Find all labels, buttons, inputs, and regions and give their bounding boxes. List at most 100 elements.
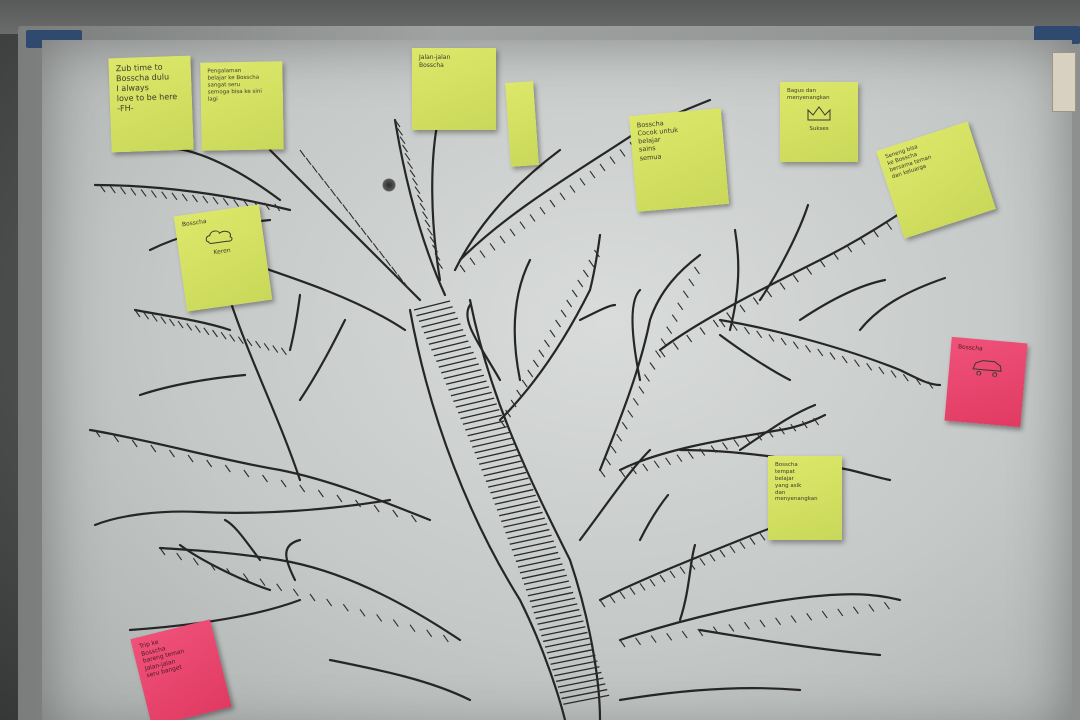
cloud-doodle-icon [205, 229, 233, 244]
trunk-hatch-stroke [460, 408, 500, 420]
branch-hatch-stroke [192, 194, 198, 203]
branch-hatch-stroke [659, 574, 666, 583]
sticky-note-pink: Bosscha [944, 336, 1028, 428]
branch-hatch-stroke [419, 203, 426, 211]
branch-hatch-stroke [743, 621, 750, 630]
branch-hatch-stroke [653, 460, 660, 469]
branch-hatch-stroke [233, 199, 240, 207]
screw-hole [382, 178, 396, 192]
branch-hatch-stroke [665, 457, 672, 466]
branch-hatch-stroke [719, 549, 726, 558]
branch-hatch-stroke [527, 369, 534, 378]
branch-hatch-stroke [801, 420, 808, 429]
branch-hatch-stroke [427, 228, 433, 236]
branch-hatch-stroke [660, 338, 667, 346]
branch-hatch-stroke [759, 619, 766, 628]
branch-hatch-stroke [402, 144, 408, 153]
branch-hatch-stroke [372, 243, 379, 251]
branch-hatch-stroke [391, 266, 398, 274]
branch-hatch-stroke [222, 198, 229, 206]
trunk-hatch-stroke [458, 403, 497, 414]
branch-hatch-stroke [728, 624, 735, 632]
branch-hatch-stroke [521, 379, 528, 388]
branch-hatch-stroke [846, 244, 853, 253]
branch-hatch-stroke [529, 214, 536, 222]
branch-hatch-stroke [859, 237, 866, 245]
trunk-hatching [413, 300, 610, 705]
branch-hatch-stroke [131, 439, 138, 448]
trunk-hatch-stroke [550, 654, 596, 665]
branch-hatch-stroke [150, 444, 157, 453]
branch-hatch-stroke [841, 355, 848, 364]
branch-hatch-stroke [342, 204, 349, 212]
trunk-hatch-stroke [438, 357, 477, 368]
branch-hatch-stroke [397, 274, 404, 282]
trunk-hatch-stroke [476, 448, 517, 460]
branch-hatch-stroke [766, 289, 773, 298]
branch-hatch-stroke [177, 320, 184, 329]
branch-hatch-stroke [317, 173, 324, 181]
branch-hatch-stroke [739, 304, 746, 313]
branch-hatch-stroke [426, 629, 433, 638]
trunk-hatch-stroke [525, 580, 570, 591]
branch-hatch-stroke [599, 469, 606, 478]
branch-hatch-stroke [759, 533, 766, 541]
trunk-hatch-stroke [479, 454, 520, 465]
branch-hatch-stroke [878, 366, 885, 375]
trunk-hatch-stroke [561, 688, 608, 700]
trunk-hatch-stroke [448, 380, 487, 391]
trunk-hatch-stroke [450, 386, 490, 397]
branch-hatch-stroke [330, 188, 337, 197]
branch-hatch-stroke [151, 314, 158, 322]
trunk-hatch-stroke [546, 643, 592, 654]
trunk-hatch-stroke [481, 460, 522, 471]
branch-hatch-stroke [731, 323, 738, 331]
branch-hatch-stroke [299, 149, 306, 158]
trunk-hatch-stroke [436, 351, 474, 363]
branch-hatch-stroke [342, 603, 349, 612]
branch-hatch-stroke [505, 409, 512, 418]
trunk-hatch-stroke [496, 500, 539, 511]
branch-hatch-stroke [666, 326, 673, 334]
branch-hatch-stroke [649, 578, 656, 587]
trunk-hatch-stroke [467, 426, 507, 437]
branch-hatch-stroke [202, 195, 209, 204]
branch-hatch-stroke [693, 266, 700, 275]
branch-hatch-stroke [866, 363, 873, 371]
branch-hatch-stroke [569, 185, 576, 193]
branch-hatch-stroke [510, 399, 517, 408]
branch-hatch-stroke [627, 409, 634, 418]
branch-hatch-stroke [733, 439, 740, 447]
branch-hatch-stroke [348, 211, 355, 220]
trunk-hatch-stroke [509, 534, 552, 545]
trunk-hatch-stroke [537, 614, 582, 625]
branch-hatch-stroke [780, 337, 787, 346]
branch-hatch-stroke [186, 323, 193, 331]
trunk-hatch-stroke [507, 528, 550, 540]
branch-hatch-stroke [886, 222, 893, 230]
trunk-hatch-stroke [548, 648, 594, 660]
branch-hatch-stroke [819, 259, 826, 268]
note-handwriting: -FH- [116, 103, 134, 114]
branch-hatch-stroke [689, 562, 696, 570]
branch-hatch-stroke [360, 227, 367, 236]
branch-hatch-stroke [566, 299, 573, 308]
trunk-hatch-stroke [503, 517, 545, 528]
branch-hatch-stroke [99, 184, 106, 193]
branch-hatch-stroke [394, 119, 401, 128]
branch-hatch-stroke [243, 469, 250, 478]
trunk-hatch-stroke [453, 391, 492, 403]
trunk-hatch-stroke [505, 523, 548, 534]
branch-hatch-stroke [161, 191, 168, 199]
branch-hatch-stroke [237, 336, 244, 344]
branch-hatch-stroke [176, 552, 183, 561]
branch-hatch-stroke [412, 178, 418, 186]
branch-hatch-stroke [305, 157, 312, 166]
trunk-hatch-stroke [469, 431, 510, 443]
branch-hatch-stroke [699, 448, 706, 456]
note-handwriting: menyenangkan [775, 496, 818, 503]
